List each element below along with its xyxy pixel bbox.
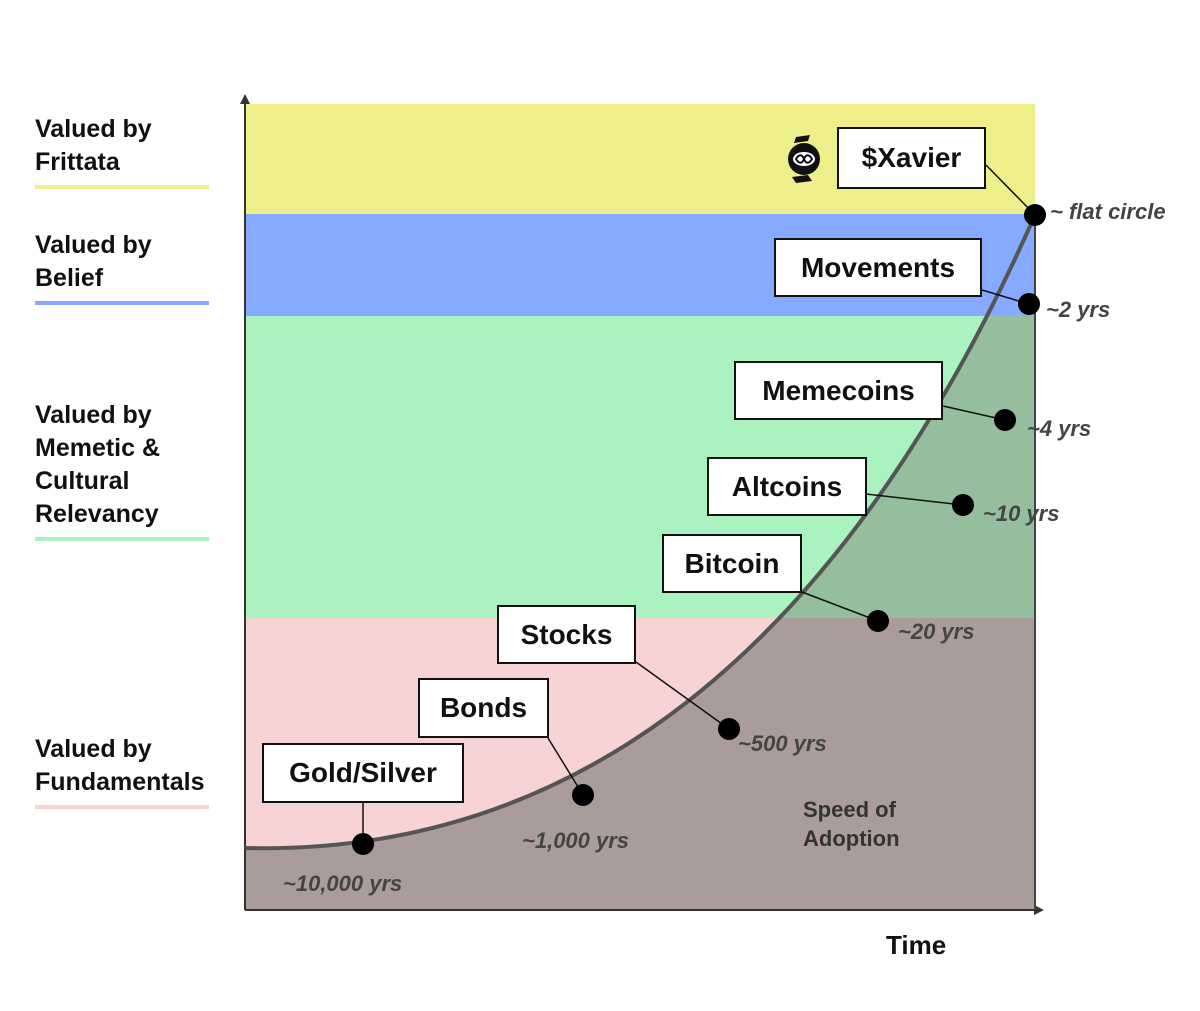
- point-movements: [1018, 293, 1040, 315]
- connector-xavier: [985, 164, 1036, 216]
- point-memecoins: [994, 409, 1016, 431]
- timeframe-bitcoin: ~20 yrs: [898, 619, 974, 644]
- tier-frittata-line2: Frittata: [35, 148, 120, 176]
- asset-box-altcoins: Altcoins: [707, 457, 867, 516]
- tier-memetic-line4: Relevancy: [35, 500, 159, 528]
- tier-frittata-rule: [35, 185, 209, 189]
- adoption-curve: [244, 214, 1037, 851]
- tier-label-memetic: Valued by Memetic & Cultural Relevancy: [35, 399, 209, 541]
- timeframe-xavier: ~ flat circle: [1050, 199, 1166, 224]
- tier-fundamentals-rule: [35, 805, 209, 809]
- point-bonds: [572, 784, 594, 806]
- tier-label-frittata: Valued by Frittata: [35, 113, 209, 189]
- asset-box-bonds: Bonds: [418, 678, 549, 738]
- asset-box-xavier: $Xavier: [837, 127, 986, 189]
- connector-bonds: [547, 737, 584, 796]
- asset-box-memecoins: Memecoins: [734, 361, 943, 420]
- point-xavier: [1024, 204, 1046, 226]
- point-altcoins: [952, 494, 974, 516]
- tier-fundamentals-line1: Valued by: [35, 735, 152, 763]
- tier-frittata-line1: Valued by: [35, 115, 152, 143]
- asset-box-bitcoin: Bitcoin: [662, 534, 802, 593]
- point-stocks: [718, 718, 740, 740]
- tier-memetic-rule: [35, 537, 209, 541]
- x-axis-arrow: [1034, 905, 1044, 915]
- tier-label-belief: Valued by Belief: [35, 229, 209, 305]
- tier-belief-rule: [35, 301, 209, 305]
- tier-memetic-line1: Valued by: [35, 401, 152, 429]
- timeframe-memecoins: ~4 yrs: [1027, 416, 1091, 441]
- tier-fundamentals-line2: Fundamentals: [35, 768, 205, 796]
- asset-box-gold-silver: Gold/Silver: [262, 743, 464, 803]
- tier-memetic-line3: Cultural: [35, 467, 130, 495]
- speed-of-adoption-label: Speed of Adoption: [803, 795, 900, 853]
- y-axis-arrow: [240, 94, 250, 104]
- speed-label-line1: Speed of: [803, 797, 896, 822]
- timeframe-movements: ~2 yrs: [1046, 297, 1110, 322]
- speed-label-line2: Adoption: [803, 826, 900, 851]
- connector-stocks: [635, 661, 730, 730]
- tier-belief-line2: Belief: [35, 264, 104, 292]
- timeframe-altcoins: ~10 yrs: [983, 501, 1059, 526]
- tier-belief-line1: Valued by: [35, 231, 152, 259]
- timeframe-bonds: ~1,000 yrs: [522, 828, 629, 853]
- timeframe-gold-silver: ~10,000 yrs: [283, 871, 402, 896]
- timeframe-stocks: ~500 yrs: [738, 731, 827, 756]
- point-bitcoin: [867, 610, 889, 632]
- connector-altcoins: [865, 493, 964, 506]
- x-axis-label: Time: [886, 930, 947, 960]
- tier-label-fundamentals: Valued by Fundamentals: [35, 733, 209, 809]
- point-gold-silver: [352, 833, 374, 855]
- connector-bitcoin: [801, 591, 879, 622]
- asset-box-stocks: Stocks: [497, 605, 636, 664]
- tier-memetic-line2: Memetic &: [35, 434, 161, 462]
- asset-box-movements: Movements: [774, 238, 982, 297]
- xavier-logo-icon: [788, 135, 820, 183]
